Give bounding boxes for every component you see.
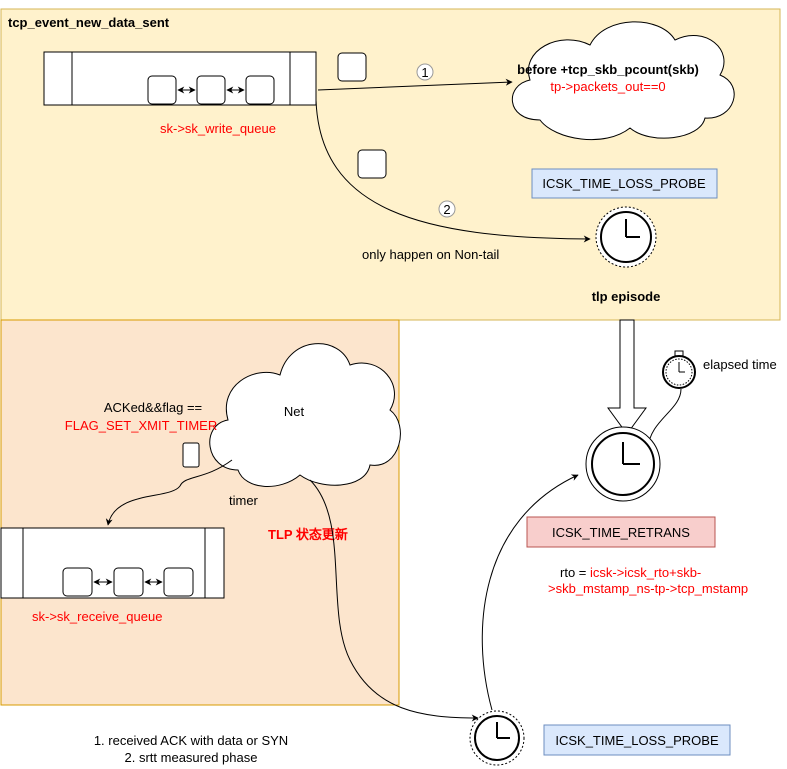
arrow-to-timer (315, 99, 591, 243)
tlp-update-label: TLP 状态更新 (268, 527, 348, 542)
skb-block (163, 567, 194, 597)
acked-flag-label: ACKed&&flag == (104, 400, 202, 415)
rto-expr-1: icsk->icsk_rto+skb- (590, 565, 701, 580)
timer-label: timer (229, 493, 259, 508)
step-one: 1 (421, 65, 428, 80)
clock-icon (469, 710, 525, 766)
retrans-box (526, 516, 716, 548)
arrow-to-bottom-timer (309, 479, 479, 722)
packet-block (337, 52, 367, 82)
elapsed-time-label: elapsed time (703, 357, 777, 372)
tlp-episode-label: tlp episode (592, 289, 661, 304)
ack-packet (182, 442, 200, 468)
cloud-line-2: tp->packets_out==0 (550, 79, 665, 94)
net-cloud (209, 343, 401, 487)
stopwatch-icon (662, 350, 696, 389)
loss-probe-box-top-label: ICSK_TIME_LOSS_PROBE (542, 176, 706, 191)
loss-probe-box-bottom (543, 724, 731, 756)
flag-set-label: FLAG_SET_XMIT_TIMER (65, 418, 217, 433)
skb-block (196, 75, 226, 105)
note-1: 1. received ACK with data or SYN (94, 733, 288, 748)
note-2: 2. srtt measured phase (125, 750, 258, 765)
skb-block (245, 75, 275, 105)
step-badge (416, 63, 434, 81)
net-label: Net (284, 404, 305, 419)
cloud-line-1: before +tcp_skb_pcount(skb) (517, 62, 699, 77)
rto-line-1: rto = icsk->icsk_rto+skb- (560, 565, 701, 580)
arrow-to-retrans-timer (481, 474, 579, 711)
skb-block (113, 567, 144, 597)
receive-queue-label: sk->sk_receive_queue (32, 609, 162, 624)
top-panel-title: tcp_event_new_data_sent (8, 15, 170, 30)
write-queue-label: sk->sk_write_queue (160, 121, 276, 136)
retrans-box-label: ICSK_TIME_RETRANS (552, 525, 690, 540)
top-cloud (512, 21, 735, 140)
loss-probe-box-bottom-label: ICSK_TIME_LOSS_PROBE (555, 733, 719, 748)
skb-block (62, 567, 93, 597)
rto-line-2: >skb_mstamp_ns-tp->tcp_mstamp (548, 581, 748, 596)
receive-queue (0, 527, 225, 599)
clock-icon (585, 426, 661, 502)
step-two: 2 (443, 202, 450, 217)
clock-icon (595, 206, 657, 268)
arrow-elapsed (644, 388, 682, 449)
step-badge (438, 200, 456, 218)
hollow-down-arrow (607, 319, 647, 435)
non-tail-label: only happen on Non-tail (362, 247, 499, 262)
rto-prefix: rto = (560, 565, 590, 580)
write-queue (43, 51, 317, 106)
packet-block (357, 149, 387, 179)
loss-probe-box-top (531, 168, 718, 199)
arrow-to-receive-queue (105, 459, 233, 526)
arrow-to-cloud (317, 78, 513, 91)
skb-block (147, 75, 177, 105)
